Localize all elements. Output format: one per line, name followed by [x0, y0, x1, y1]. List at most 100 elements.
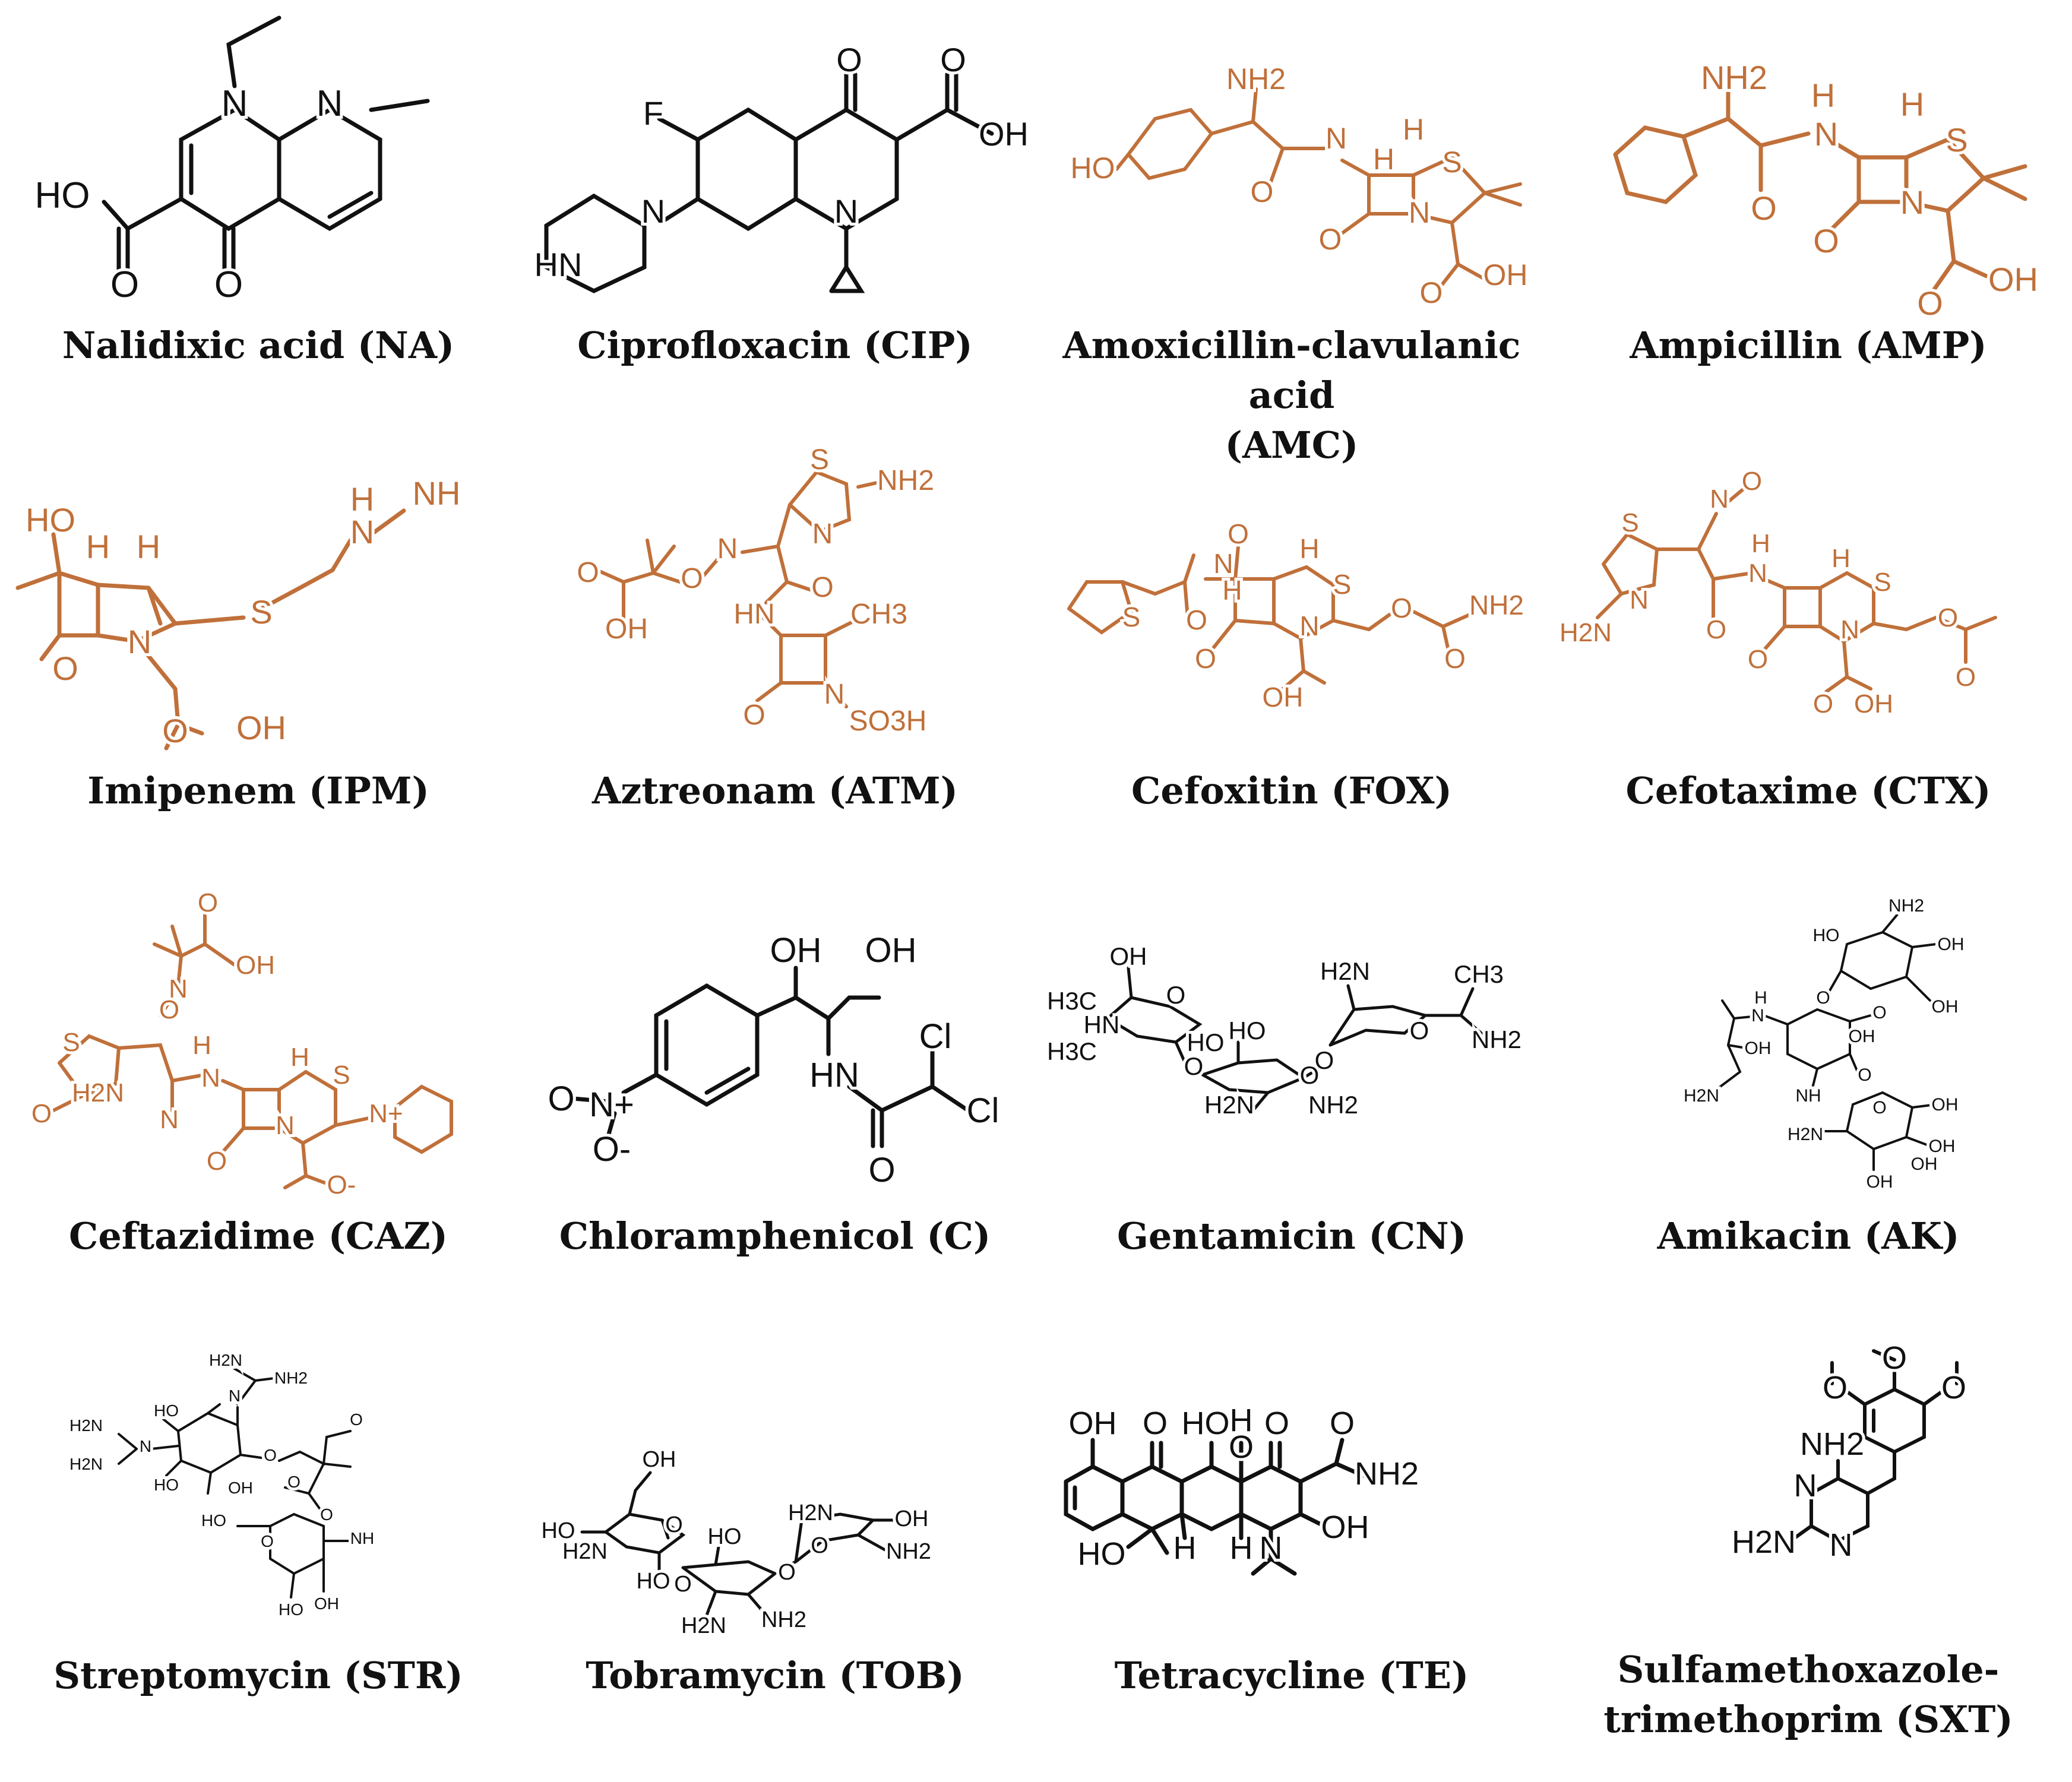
compound-cn: OH H3C HN H3C O HO O HO H2N O CH3 O NH2 … [1033, 891, 1550, 1318]
atom-label: O [1391, 593, 1412, 623]
atom-label: S [1442, 145, 1462, 179]
atom-label: O [159, 995, 179, 1024]
structure-tob: OH HO O H2N HO HO O H2N O OH NH2 H2N NH2… [539, 1444, 935, 1641]
atom-label: OH [895, 1506, 929, 1531]
structure-amc: NH2 HO N H H S O O N O OH [1068, 59, 1531, 312]
atom-label: S [1621, 508, 1638, 537]
atom-label: H2N [1732, 1524, 1796, 1560]
atom-label: O [207, 1147, 227, 1176]
atom-label: HO [637, 1569, 670, 1594]
atom-label: OH [1854, 689, 1893, 719]
atom-label: OH [1069, 1406, 1117, 1441]
atom-label: N [1830, 1527, 1853, 1563]
atom-label: HO [1182, 1406, 1230, 1441]
atom-label: O- [593, 1130, 631, 1169]
compound-tob: OH HO O H2N HO HO O H2N O OH NH2 H2N NH2… [517, 1336, 1033, 1782]
atom-label: H [350, 480, 374, 518]
atom-label: OH [1110, 942, 1147, 970]
atom-label: F [643, 94, 663, 132]
atom-label: OH [1911, 1154, 1938, 1174]
atom-label: O [320, 1505, 333, 1524]
atom-label: HO [26, 501, 75, 539]
atom-label: O [836, 41, 862, 78]
atom-label: N [222, 83, 248, 124]
atom-label: O [1186, 604, 1207, 635]
atom-label: Cl [967, 1091, 999, 1130]
atom-label: H3C [1047, 987, 1097, 1015]
bonds [544, 72, 994, 293]
atom-label: NH2 [1800, 1426, 1864, 1462]
atom-label: NH2 [1888, 896, 1924, 916]
bonds [1613, 87, 2027, 293]
atom-label: H2N [562, 1539, 608, 1564]
bonds [52, 913, 453, 1189]
atom-label: S [62, 1028, 80, 1057]
atom-label: N [812, 518, 833, 550]
structure-na: N N HO O O [32, 15, 430, 308]
atom-label: S [1333, 569, 1352, 600]
compound-name: Tobramycin (TOB) [586, 1654, 964, 1697]
bonds [1115, 87, 1522, 293]
atom-label: O [743, 699, 765, 731]
atom-label: S [333, 1061, 350, 1090]
atom-label: HO [1229, 1017, 1266, 1044]
bonds [1064, 1438, 1365, 1576]
structure-str: H2N NH2 N HO H2N N H2N O O HO OH O O HO … [67, 1348, 377, 1622]
atom-label: HO [708, 1524, 742, 1549]
structure-sxt: O O O NH2 N H2N N [1729, 1337, 1969, 1566]
compound-name: Tetracycline (TE) [1114, 1654, 1469, 1697]
structure-c: OH OH Cl HN Cl O O N+ O- [545, 928, 1002, 1192]
atom-label: H [192, 1031, 211, 1060]
atom-label: O [1813, 689, 1833, 719]
atom-label: H2N [69, 1455, 103, 1473]
atom-label: H [1831, 544, 1850, 573]
compound-ak: NH2 HO OH O OH O H N OH OH H2N OH NH O O… [1550, 891, 2067, 1318]
atom-label: O [264, 1446, 277, 1464]
compound-name: Nalidixic acid (NA) [62, 324, 455, 367]
atom-label: O [1816, 988, 1830, 1008]
atom-label: O [1956, 663, 1976, 692]
atom-label: O [811, 572, 833, 603]
atom-label: HN [534, 246, 583, 283]
atom-label: N [1260, 1530, 1283, 1566]
atom-labels: OH H3C HN H3C O HO O HO H2N O CH3 O NH2 … [1044, 939, 1524, 1122]
compound-name: Sulfamethoxazole-trimethoprim (SXT) [1603, 1648, 2013, 1741]
atom-labels: NH2 HO N H H S O O N O OH [1068, 59, 1531, 312]
compound-sxt: O O O NH2 N H2N N Sulfamethoxazole-trime… [1550, 1336, 2067, 1782]
atom-label: O [1748, 645, 1768, 674]
compound-te: OH O HO H O O O NH2 OH HO H H N Tetracyc… [1033, 1336, 1550, 1782]
atom-label: N [1710, 485, 1729, 514]
atom-label: O [1444, 643, 1466, 674]
atom-label: O [214, 264, 243, 305]
atom-label: H2N [788, 1501, 833, 1525]
atom-labels: N N HO O O [32, 80, 346, 308]
atom-label: O [110, 264, 139, 305]
compound-caz: O OH N O H N H S S N O H2N N O O- N+ Cef… [0, 891, 517, 1318]
atom-label: N+ [369, 1099, 403, 1128]
structure-amp: NH2 H N H S O O N O OH [1613, 56, 2041, 321]
compound-cip: F O O OH N HN N Ciprofloxacin (CIP) [517, 0, 1033, 428]
atom-label: O [778, 1560, 796, 1585]
atom-labels: O OH N O H N H S S N O H2N N O O- N+ [29, 891, 406, 1202]
atom-label: H [1230, 1403, 1253, 1438]
atom-label: N [160, 1105, 179, 1134]
atom-label: O [1228, 518, 1249, 549]
atom-label: N [834, 192, 858, 230]
atom-label: H [1754, 988, 1767, 1008]
atom-label: H [1299, 533, 1319, 564]
bonds [571, 966, 970, 1148]
atom-label: H2N [1559, 618, 1612, 647]
atom-label: HN [733, 599, 774, 630]
compound-name: Streptomycin (STR) [53, 1654, 463, 1697]
atom-label: O [1184, 1052, 1204, 1080]
atom-label: N+ [589, 1085, 634, 1124]
atom-label: O [1941, 1370, 1966, 1406]
atom-label: O [1706, 615, 1726, 644]
atom-label: H [1811, 77, 1835, 114]
atom-label: O [1813, 222, 1839, 259]
atom-labels: NH2 HO OH O OH O H N OH OH H2N OH NH O O… [1681, 893, 1967, 1195]
atom-label: H2N [1320, 957, 1370, 985]
atom-label: OH [605, 613, 648, 645]
atom-label: H [1403, 113, 1424, 146]
